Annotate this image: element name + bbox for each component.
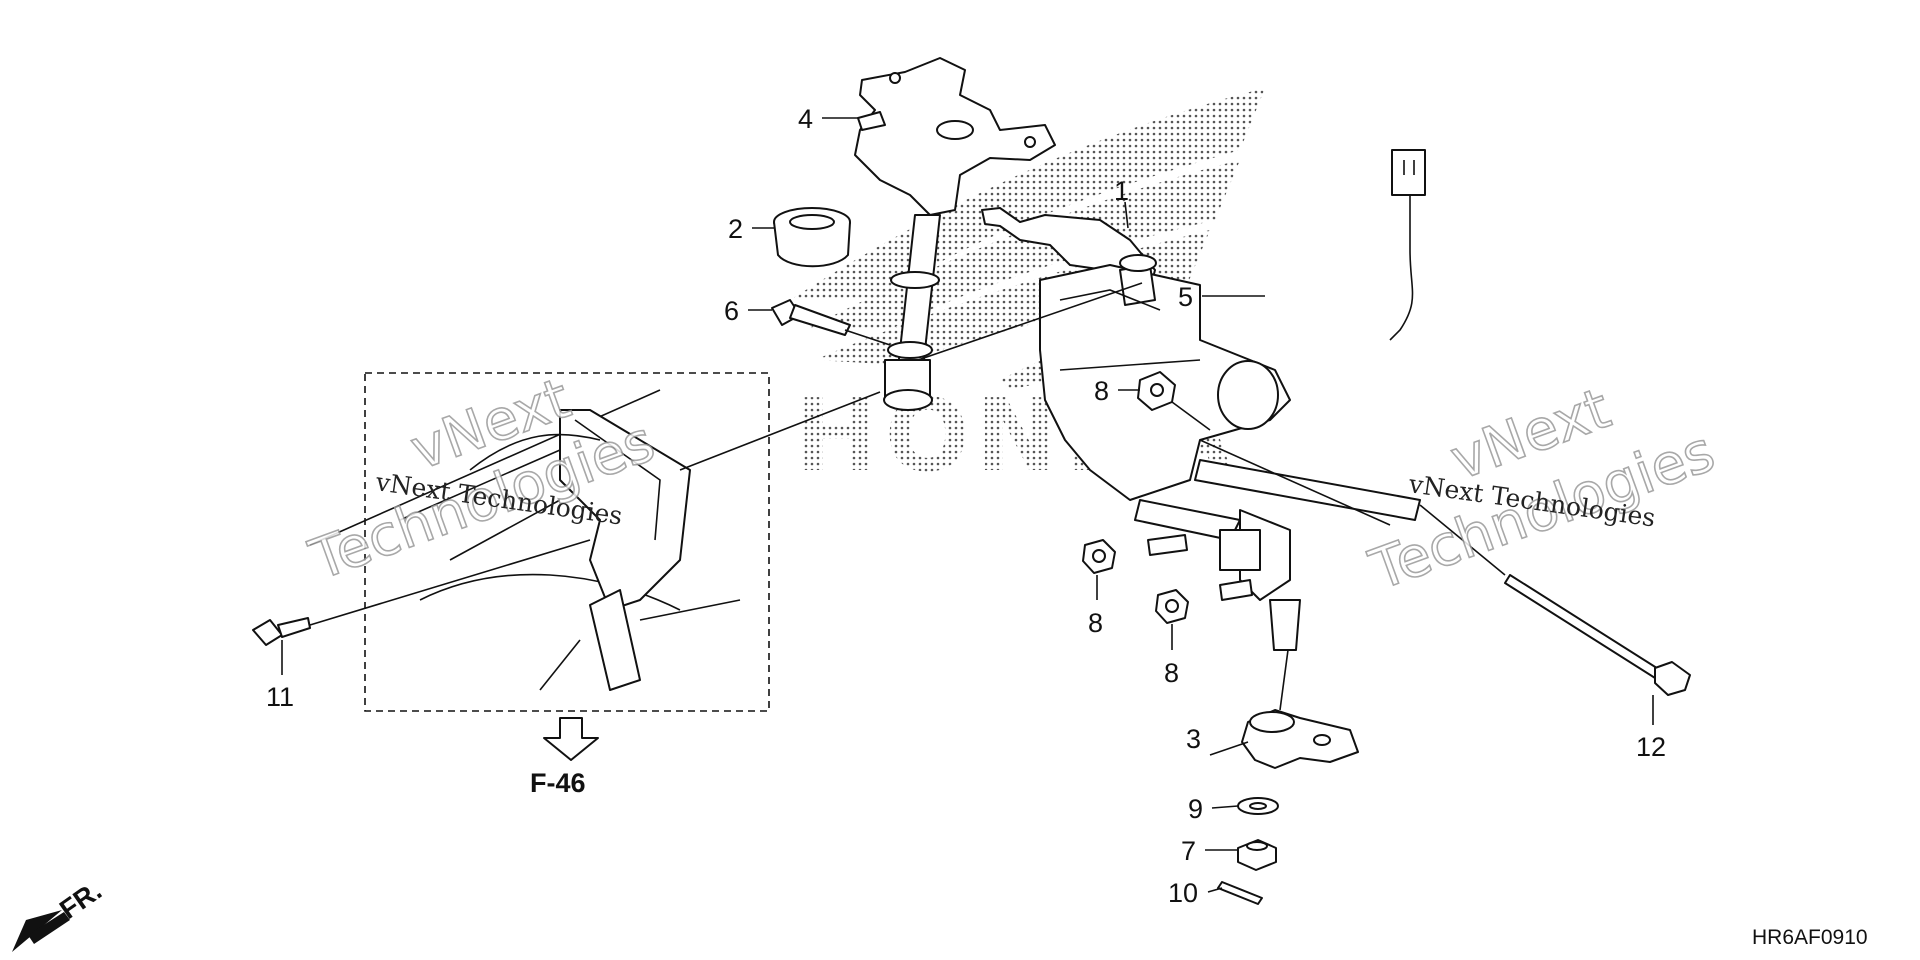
wiring-connector: [1389, 149, 1426, 341]
callout-6: 6: [724, 296, 739, 326]
callout-5: 5: [1178, 282, 1193, 312]
callout-12: 12: [1636, 732, 1666, 762]
bolt-11: [252, 617, 311, 646]
frame-illustration: [309, 389, 741, 691]
front-direction-arrow: FR.: [12, 875, 107, 952]
callout-9: 9: [1188, 794, 1203, 824]
see-also-arrow: [543, 717, 599, 761]
pitman-arm: [1241, 709, 1359, 769]
washer: [1237, 797, 1279, 815]
flange-nut-mid: [1155, 589, 1189, 624]
callout-1: 1: [1114, 176, 1129, 206]
castle-nut: [1237, 839, 1277, 871]
bolt-12: [1504, 574, 1691, 696]
callout-8-upper: 8: [1094, 376, 1109, 406]
callout-4: 4: [798, 104, 813, 134]
grommet: [773, 207, 851, 268]
watermark-right: vNext Technologies vNext Technologies: [1361, 375, 1724, 604]
bolt-6: [771, 299, 851, 336]
cotter-pin: [1217, 881, 1263, 905]
frame-reference-box: [364, 372, 770, 712]
callout-8-left: 8: [1088, 608, 1103, 638]
callout-3: 3: [1186, 724, 1201, 754]
assembly-lines: [309, 282, 1506, 711]
steering-shaft: [883, 214, 941, 411]
steering-column-bracket: [854, 57, 1056, 216]
callout-10: 10: [1168, 878, 1198, 908]
callout-11: 11: [266, 682, 294, 712]
flange-nut-left: [1082, 539, 1116, 574]
diagram-reference-code: HR6AF0910: [1752, 926, 1868, 949]
callout-7: 7: [1181, 836, 1196, 866]
leader-lines: [281, 117, 1654, 893]
see-also-label: F-46: [530, 768, 586, 798]
callout-2: 2: [728, 214, 743, 244]
callout-8-mid: 8: [1164, 658, 1179, 688]
